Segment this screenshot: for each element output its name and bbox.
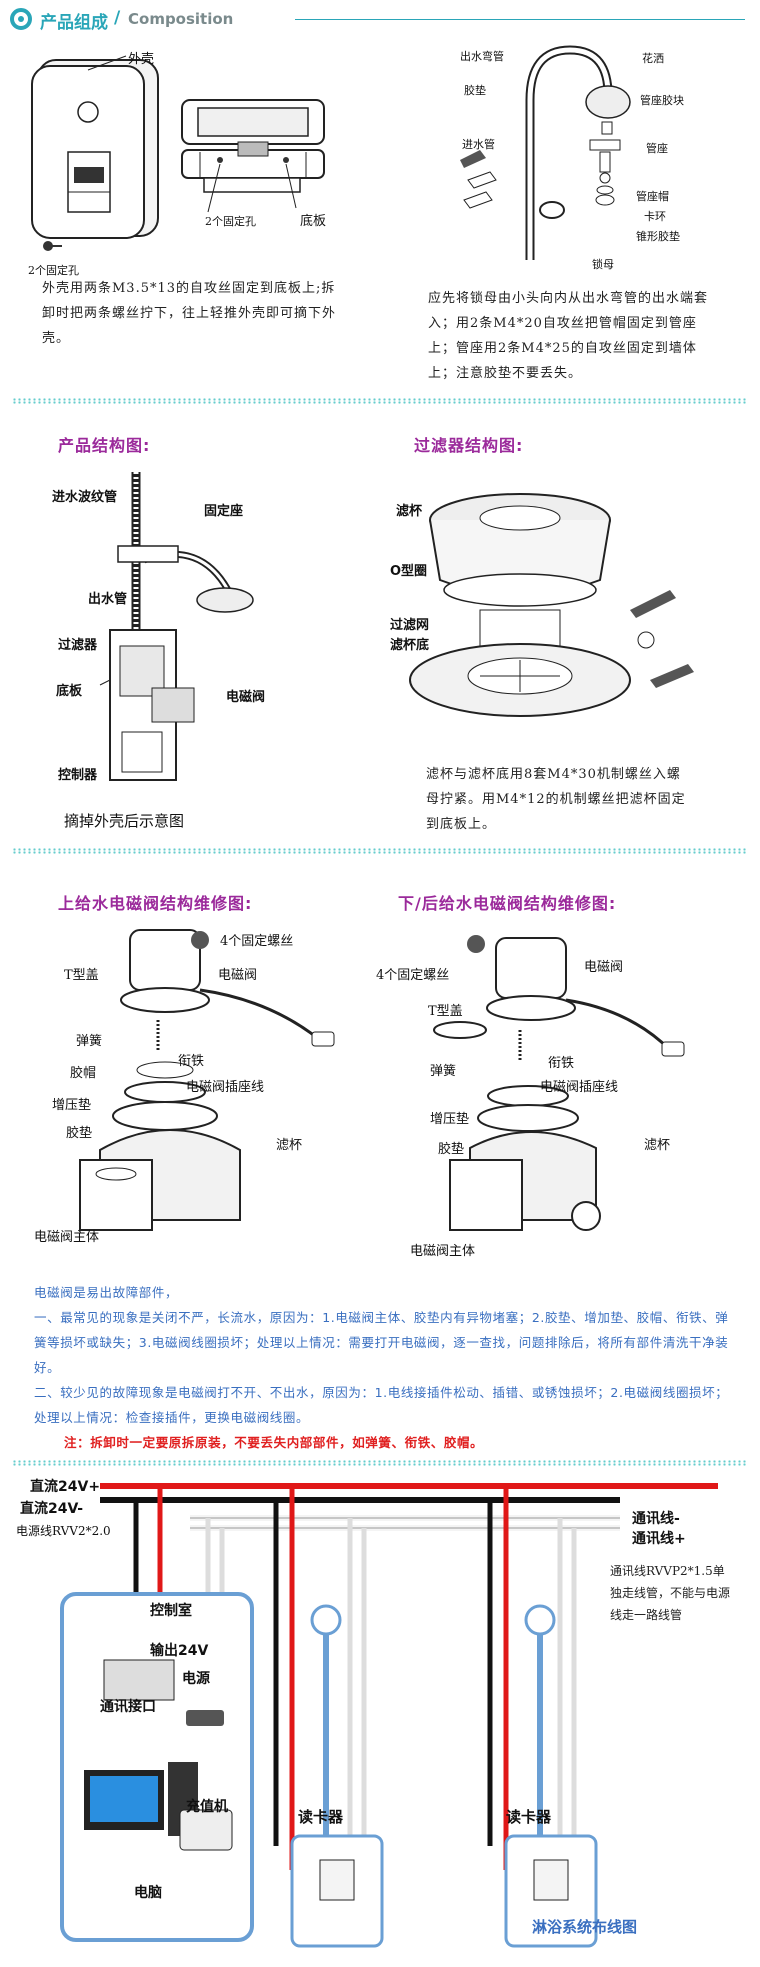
label-top-t-cover: T型盖: [64, 968, 99, 983]
label-cup-bottom: 滤杯底: [390, 638, 430, 653]
repair-notes: 电磁阀是易出故障部件， 一、最常见的现象是关闭不严，长流水，原因为：1.电磁阀主…: [20, 1280, 740, 1455]
label-bottom-solenoid: 电磁阀: [584, 960, 624, 975]
label-computer: 电脑: [134, 1885, 162, 1901]
label-top-filter-cup: 滤杯: [276, 1138, 303, 1153]
note-line-1: 电磁阀是易出故障部件，: [34, 1285, 179, 1300]
header-title-en: Composition: [128, 10, 234, 28]
label-filter: 过滤器: [58, 638, 98, 653]
label-bottom-filter-cup: 滤杯: [644, 1138, 671, 1153]
label-bottom-spring: 弹簧: [430, 1064, 457, 1079]
label-dc-plus: 直流24V+: [30, 1479, 101, 1495]
logo-icon: [10, 8, 32, 30]
label-outlet-bend: 出水弯管: [460, 50, 504, 63]
divider-3: [12, 1460, 748, 1466]
fix-holes-label-right: 2个固定孔: [205, 215, 256, 228]
label-control-room: 控制室: [150, 1603, 192, 1619]
filter-text: 滤杯与滤杯底用8套M4*30机制螺丝入螺母拧紧。用M4*12的机制螺丝把滤杯固定…: [426, 767, 686, 832]
fix-holes-label-left: 2个固定孔: [28, 264, 79, 277]
valve-bottom-title: 下/后给水电磁阀结构维修图:: [398, 894, 617, 913]
label-bottom-pressure-pad: 增压垫: [430, 1112, 470, 1127]
header-title-sep: /: [114, 8, 121, 28]
label-seat-cap: 管座帽: [636, 190, 669, 203]
composition-left-text: 外壳用两条M3.5*13的自攻丝固定到底板上;拆卸时把两条螺丝拧下，往上轻推外壳…: [42, 281, 337, 346]
label-top-pressure-pad: 增压垫: [52, 1098, 92, 1113]
label-comm-minus: 通讯线-: [632, 1511, 680, 1527]
label-pipe-block: 管座胶块: [640, 94, 684, 107]
shell-front-drawing: [31, 55, 159, 239]
label-top-gasket: 胶垫: [66, 1126, 93, 1141]
label-fixed-seat: 固定座: [204, 504, 244, 519]
base-top-drawing: [181, 99, 325, 213]
label-card-reader-2: 读卡器: [506, 1808, 552, 1826]
note-warning: 注：拆卸时一定要原拆原装，不要丢失内部部件，如弹簧、衔铁、胶帽。: [64, 1435, 484, 1450]
label-outlet-pipe: 出水管: [88, 592, 128, 607]
label-top-solenoid: 电磁阀: [218, 968, 258, 983]
label-filter-mesh: 过滤网: [390, 618, 430, 633]
filter-title: 过滤器结构图:: [414, 436, 524, 455]
label-comm-plus: 通讯线+: [632, 1531, 686, 1547]
label-clamp-ring: 卡环: [644, 210, 666, 223]
label-bottom-socket-wire: 电磁阀插座线: [540, 1080, 619, 1095]
label-filter-cup: 滤杯: [396, 504, 423, 519]
label-top-armature: 衔铁: [178, 1054, 205, 1069]
label-controller: 控制器: [58, 768, 98, 783]
label-bottom-armature: 衔铁: [548, 1056, 575, 1071]
valve-bottom-drawing: [433, 935, 685, 1231]
composition-right-text: 应先将锁母由小头向内从出水弯管的出水端套入；用2条M4*20自攻丝把管帽固定到管…: [428, 291, 709, 381]
pipe-assembly-drawing: [460, 45, 631, 260]
label-recharger: 充值机: [186, 1799, 228, 1815]
label-solenoid: 电磁阀: [226, 690, 266, 705]
wiring-caption: 淋浴系统布线图: [532, 1918, 638, 1936]
label-card-reader-1: 读卡器: [298, 1808, 344, 1826]
label-shower: 花洒: [642, 52, 664, 65]
label-pipe-seat: 管座: [646, 142, 668, 155]
label-bottom-t-cover: T型盖: [428, 1004, 463, 1019]
divider-2: [12, 848, 748, 854]
label-bottom-screws: 4个固定螺丝: [376, 968, 450, 983]
note-line-3: 二、较少见的故障现象是电磁阀打不开、不出水，原因为：1.电线接插件松动、插错、或…: [34, 1385, 729, 1425]
divider-1: [12, 398, 748, 404]
label-top-screws: 4个固定螺丝: [220, 934, 294, 949]
label-top-spring: 弹簧: [76, 1034, 103, 1049]
screw-icon: [43, 241, 62, 251]
label-bottom-valve-body: 电磁阀主体: [410, 1244, 476, 1259]
label-lock-nut: 锁母: [592, 258, 614, 271]
valve-top-title: 上给水电磁阀结构维修图:: [58, 894, 253, 913]
base-label: 底板: [300, 214, 327, 229]
label-bottom-gasket: 胶垫: [438, 1142, 465, 1157]
wiring-lines: [60, 1483, 718, 1948]
label-power: 电源: [182, 1671, 210, 1687]
structure-title: 产品结构图:: [58, 436, 151, 455]
valve-top-drawing: [79, 929, 335, 1231]
label-comm-port: 通讯接口: [100, 1699, 156, 1715]
label-pipe-gasket: 胶垫: [464, 84, 486, 97]
page-header: 产品组成 / Composition: [0, 0, 760, 34]
label-dc-minus: 直流24V-: [20, 1501, 84, 1517]
label-taper-gasket: 锥形胶垫: [636, 230, 680, 243]
label-top-rubber-cap: 胶帽: [70, 1066, 97, 1081]
comm-note: 通讯线RVVP2*1.5单独走线管，不能与电源线走一路线管: [610, 1564, 731, 1622]
label-power-line: 电源线RVV2*2.0: [16, 1524, 111, 1538]
shell-label: 外壳: [128, 52, 155, 67]
note-line-2: 一、最常见的现象是关闭不严，长流水，原因为：1.电磁阀主体、胶垫内有异物堵塞；2…: [34, 1310, 729, 1375]
structure-caption: 摘掉外壳后示意图: [64, 812, 185, 830]
label-o-ring: O型圈: [390, 564, 428, 579]
label-inlet-pipe: 进水管: [462, 138, 495, 151]
label-top-socket-wire: 电磁阀插座线: [186, 1080, 265, 1095]
header-rule: [295, 19, 745, 20]
filter-drawing: [409, 493, 694, 717]
structure-drawing: [99, 472, 254, 781]
label-output-24v: 输出24V: [150, 1643, 209, 1659]
label-base: 底板: [56, 684, 83, 699]
header-title-cn: 产品组成: [40, 13, 108, 33]
label-inlet-hose: 进水波纹管: [52, 490, 118, 505]
label-top-valve-body: 电磁阀主体: [34, 1230, 100, 1245]
